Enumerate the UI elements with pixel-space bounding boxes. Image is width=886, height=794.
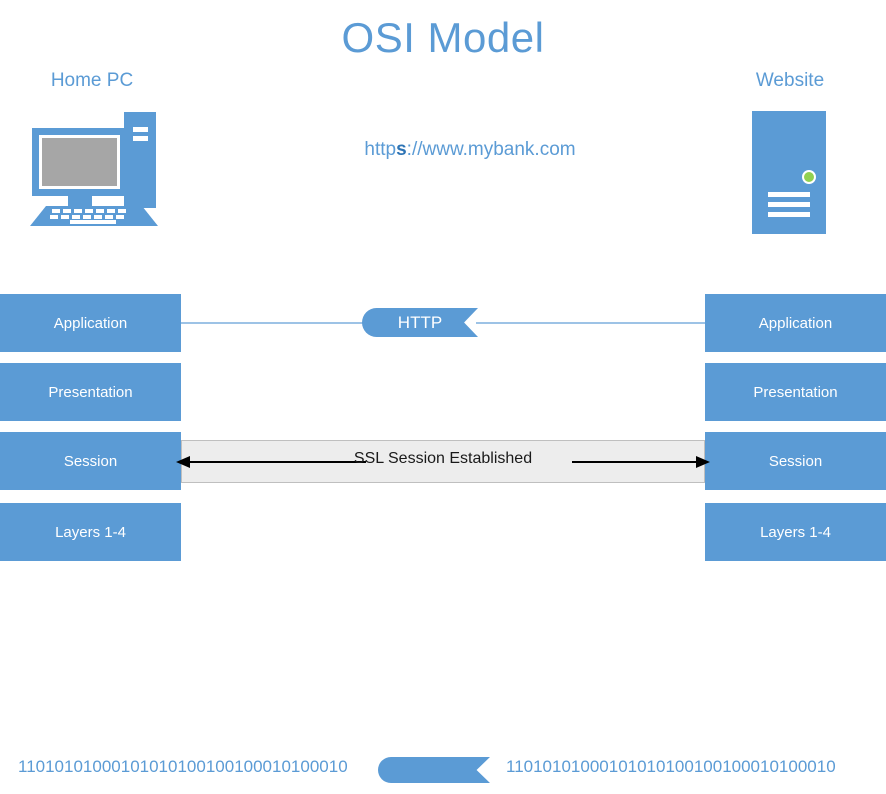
right-layer-layers-1-4[interactable]: Layers 1-4 [705,503,886,561]
http-protocol-label: HTTP [397,312,443,332]
url-scheme-prefix: http [364,139,397,160]
url-text: https://www.mybank.com [260,139,680,161]
left-layer-layers-1-4[interactable]: Layers 1-4 [0,503,181,561]
layer-label: Application [53,314,128,332]
left-layer-presentation[interactable]: Presentation [0,363,181,421]
right-layer-application[interactable]: Application [705,294,886,352]
ssl-arrow-left [176,456,366,468]
client-endpoint-label: Home PC [50,70,134,91]
left-layer-session[interactable]: Session [0,432,181,490]
right-layer-presentation[interactable]: Presentation [705,363,886,421]
url-remainder: ://www.mybank.com [406,139,576,160]
layer-label: Presentation [753,383,838,401]
desktop-computer-icon [30,112,158,226]
layer-label: Session [768,452,823,470]
bitstream-badge[interactable] [378,757,490,783]
http-protocol-badge[interactable]: HTTP [362,308,478,337]
layer-label: Application [758,314,833,332]
ssl-arrow-right [572,456,710,468]
page-title: OSI Model [341,14,545,61]
layer-label: Session [63,452,118,470]
bitstream-right: 11010101000101010100100100010100010 [506,757,836,776]
left-layer-application[interactable]: Application [0,294,181,352]
url-secure-flag: s [396,139,407,160]
application-connector-line-right [476,322,705,324]
right-layer-session[interactable]: Session [705,432,886,490]
application-connector-line-left [181,322,366,324]
layer-label: Presentation [48,383,133,401]
layer-label: Layers 1-4 [55,523,126,541]
bitstream-left: 11010101000101010100100100010100010 [18,757,348,776]
server-icon [752,111,826,234]
layer-label: Layers 1-4 [760,523,831,541]
server-endpoint-label: Website [755,70,825,91]
